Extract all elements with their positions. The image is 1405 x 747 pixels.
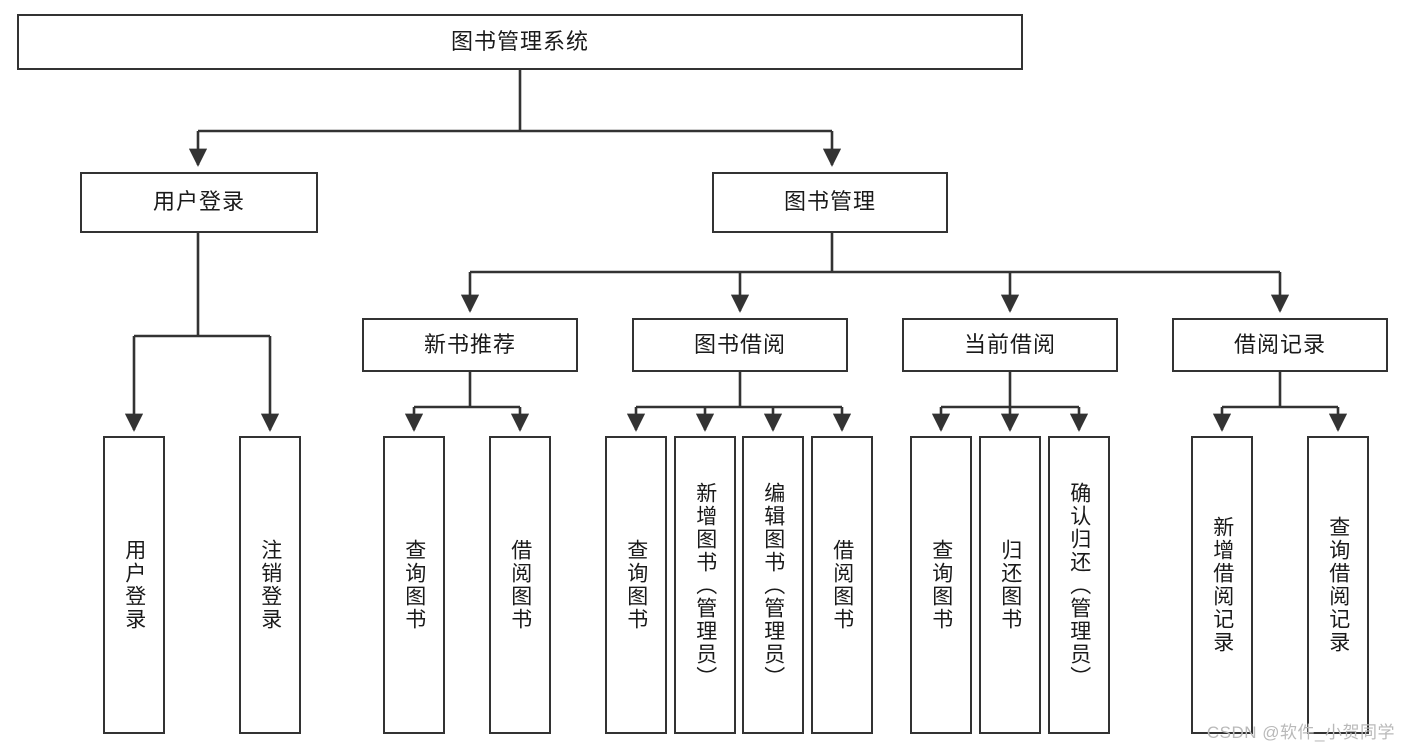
node-leaf-return-book-label: 归还图书 — [998, 539, 1022, 631]
node-leaf-borrow-book-1-label: 借阅图书 — [508, 539, 532, 631]
node-new-book-recommend[interactable]: 新书推荐 — [362, 318, 578, 372]
node-leaf-edit-book-admin[interactable]: 编辑图书（管理员） — [742, 436, 804, 734]
node-leaf-edit-book-admin-label: 编辑图书（管理员） — [761, 481, 785, 689]
node-leaf-query-book-3-label: 查询图书 — [929, 539, 953, 631]
node-leaf-query-book-1[interactable]: 查询图书 — [383, 436, 445, 734]
csdn-watermark: CSDN @软件_小贺同学 — [1206, 723, 1395, 742]
node-current-borrow-label: 当前借阅 — [963, 331, 1056, 357]
node-leaf-borrow-book-1[interactable]: 借阅图书 — [489, 436, 551, 734]
node-book-borrow[interactable]: 图书借阅 — [632, 318, 848, 372]
node-leaf-add-book-admin[interactable]: 新增图书（管理员） — [674, 436, 736, 734]
node-leaf-logout[interactable]: 注销登录 — [239, 436, 301, 734]
node-leaf-add-borrow-record-label: 新增借阅记录 — [1210, 516, 1234, 654]
node-root[interactable]: 图书管理系统 — [17, 14, 1023, 70]
node-leaf-confirm-return-admin[interactable]: 确认归还（管理员） — [1048, 436, 1110, 734]
node-book-manage-label: 图书管理 — [783, 189, 876, 215]
node-leaf-return-book[interactable]: 归还图书 — [979, 436, 1041, 734]
node-leaf-borrow-book-2-label: 借阅图书 — [830, 539, 854, 631]
node-current-borrow[interactable]: 当前借阅 — [902, 318, 1118, 372]
node-leaf-query-borrow-record[interactable]: 查询借阅记录 — [1307, 436, 1369, 734]
node-leaf-query-book-2[interactable]: 查询图书 — [605, 436, 667, 734]
node-leaf-logout-label: 注销登录 — [258, 539, 282, 631]
node-root-label: 图书管理系统 — [450, 28, 589, 54]
node-user-login[interactable]: 用户登录 — [80, 172, 318, 233]
node-leaf-query-book-3[interactable]: 查询图书 — [910, 436, 972, 734]
node-borrow-record-label: 借阅记录 — [1233, 331, 1326, 357]
node-borrow-record[interactable]: 借阅记录 — [1172, 318, 1388, 372]
node-book-borrow-label: 图书借阅 — [693, 331, 786, 357]
node-new-book-recommend-label: 新书推荐 — [423, 331, 516, 357]
node-leaf-user-login[interactable]: 用户登录 — [103, 436, 165, 734]
node-leaf-user-login-label: 用户登录 — [122, 539, 146, 631]
node-leaf-query-book-2-label: 查询图书 — [624, 539, 648, 631]
node-leaf-confirm-return-admin-label: 确认归还（管理员） — [1067, 481, 1091, 689]
node-book-manage[interactable]: 图书管理 — [712, 172, 948, 233]
node-leaf-query-borrow-record-label: 查询借阅记录 — [1326, 516, 1350, 654]
node-leaf-query-book-1-label: 查询图书 — [402, 539, 426, 631]
node-user-login-label: 用户登录 — [152, 189, 245, 215]
node-leaf-add-book-admin-label: 新增图书（管理员） — [693, 481, 717, 689]
node-leaf-borrow-book-2[interactable]: 借阅图书 — [811, 436, 873, 734]
node-leaf-add-borrow-record[interactable]: 新增借阅记录 — [1191, 436, 1253, 734]
